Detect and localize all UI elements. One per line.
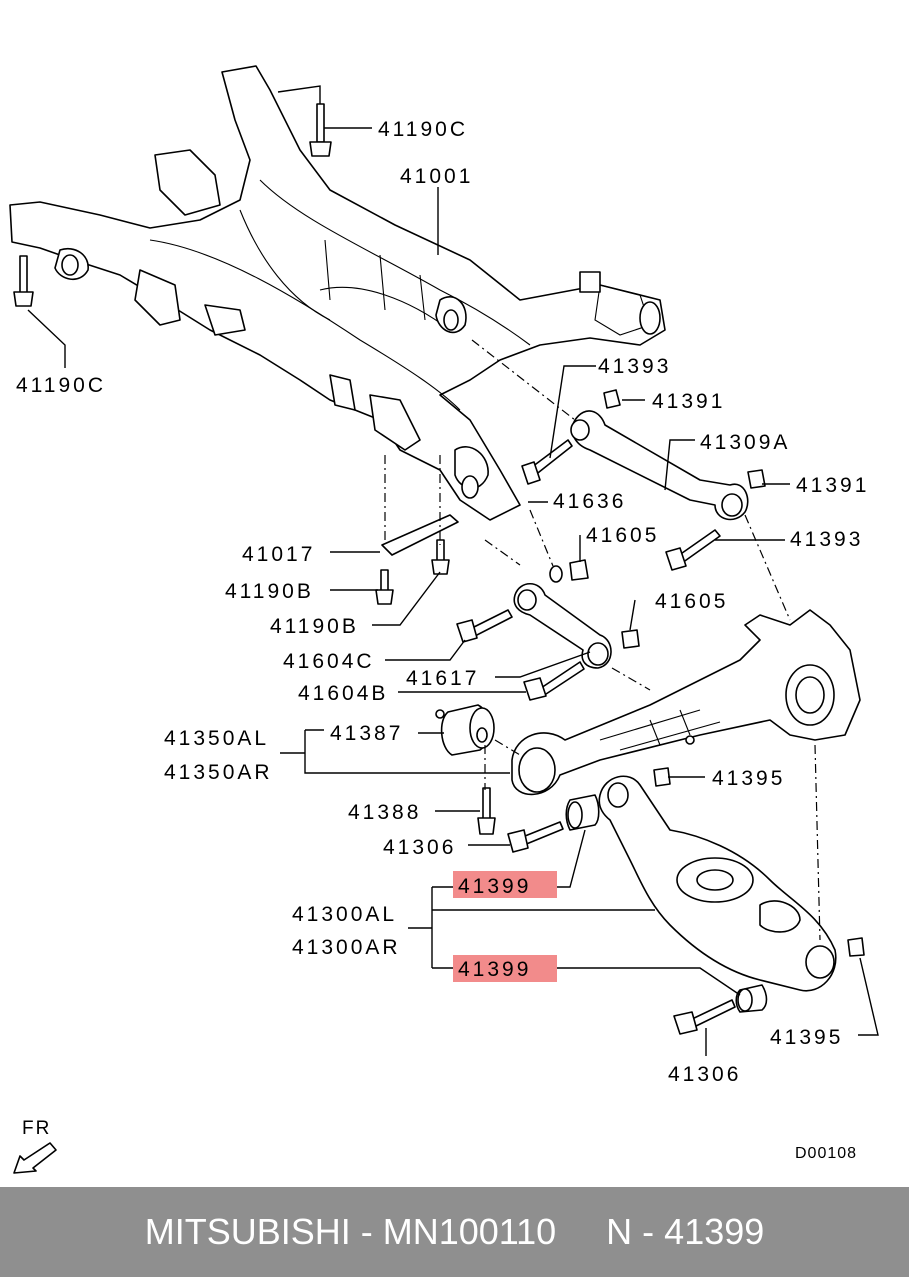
- label-41399-upper: 41399: [458, 875, 531, 898]
- label-41395-lower: 41395: [770, 1026, 843, 1049]
- highlight-41399-top: [453, 871, 557, 898]
- front-label: FR: [22, 1118, 51, 1139]
- trailing-arm-drawing: [511, 609, 861, 796]
- label-41387: 41387: [330, 722, 403, 745]
- bushings-drawing: [381, 389, 865, 1013]
- label-41001: 41001: [400, 165, 473, 188]
- crossmember-drawing: [9, 65, 666, 521]
- label-41190c-top: 41190C: [378, 118, 468, 141]
- toe-link-drawing: [513, 582, 612, 669]
- parts-diagram: 41190C 41001 41190C 41393 41391 41309A 4…: [9, 65, 879, 1174]
- label-41393-lower: 41393: [790, 528, 863, 551]
- part-number-footer: MITSUBISHI - MN100110 N - 41399: [0, 1187, 909, 1277]
- label-41395-upper: 41395: [712, 767, 785, 790]
- label-41350ar: 41350AR: [164, 761, 273, 784]
- label-41300al: 41300AL: [292, 903, 397, 926]
- dashed-leaders: [384, 339, 821, 941]
- label-41306-upper: 41306: [383, 836, 456, 859]
- label-41017: 41017: [242, 543, 315, 566]
- leader-lines: [27, 85, 879, 1056]
- label-41605-lower: 41605: [655, 590, 728, 613]
- upper-arm-drawing: [570, 410, 749, 521]
- label-41391-upper: 41391: [652, 390, 725, 413]
- front-arrow-icon: [13, 1142, 57, 1174]
- label-41306-lower: 41306: [668, 1063, 741, 1086]
- label-41617: 41617: [406, 667, 479, 690]
- label-41604b: 41604B: [298, 682, 388, 705]
- label-41350al: 41350AL: [164, 727, 269, 750]
- label-41300ar: 41300AR: [292, 936, 401, 959]
- label-41605-upper: 41605: [586, 524, 659, 547]
- label-41190c-left: 41190C: [16, 374, 106, 397]
- label-41309a: 41309A: [700, 431, 790, 454]
- label-41393-upper: 41393: [598, 355, 671, 378]
- highlight-41399-bottom: [453, 955, 557, 982]
- diagram-code: D00108: [795, 1145, 857, 1162]
- label-41190b-lower: 41190B: [270, 615, 359, 638]
- lower-arm-drawing: [598, 775, 837, 992]
- label-41388: 41388: [348, 801, 421, 824]
- label-41399-lower: 41399: [458, 958, 531, 981]
- label-41636: 41636: [553, 490, 626, 513]
- label-41190b-upper: 41190B: [225, 580, 314, 603]
- label-41604c: 41604C: [283, 650, 375, 673]
- label-41391-lower: 41391: [796, 474, 869, 497]
